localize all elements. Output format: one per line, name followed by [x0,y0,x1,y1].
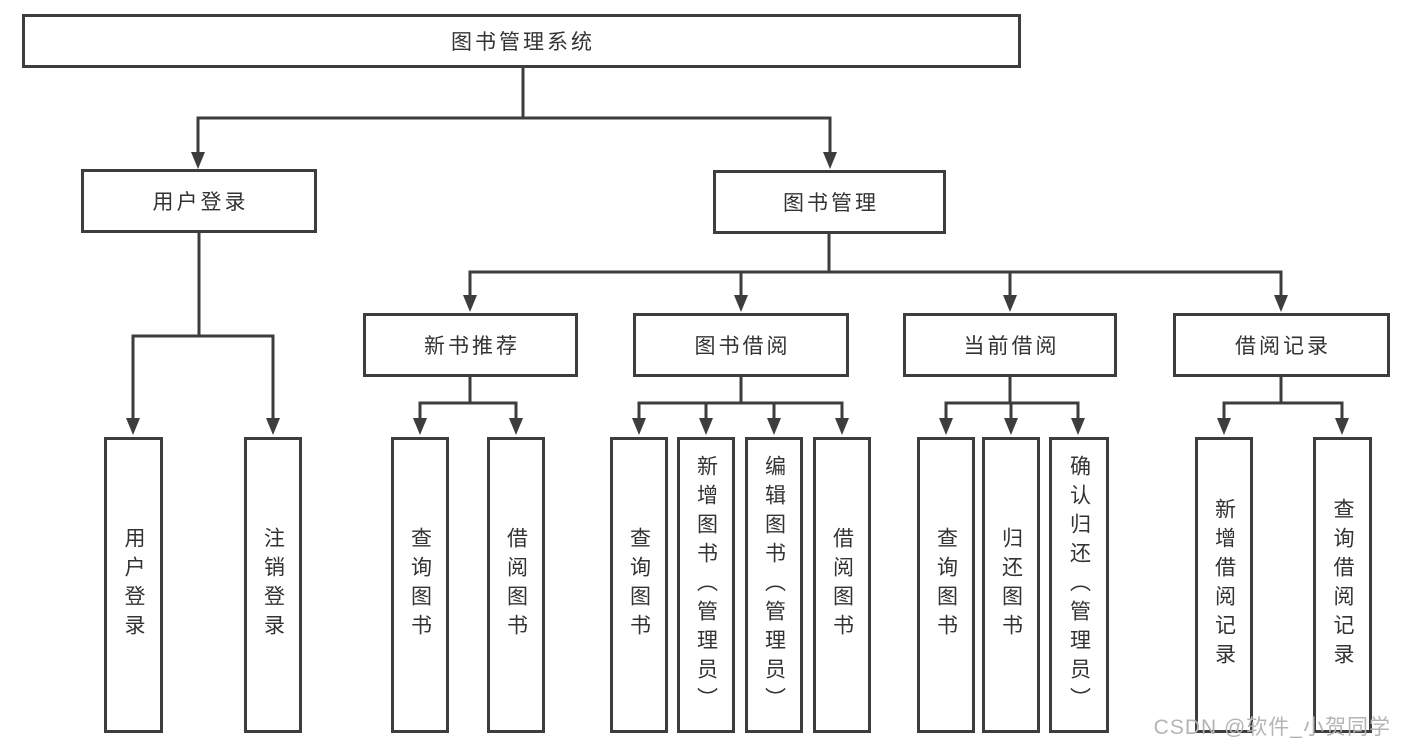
leaf-label: 查询借阅记录 [1331,498,1354,672]
leaf-recommend-borrow-book: 借阅图书 [487,437,545,733]
leaf-confirm-return-admin: 确认归还（管理员） [1049,437,1109,733]
node-borrow-records: 借阅记录 [1173,313,1390,377]
leaf-user-login: 用户登录 [104,437,163,733]
leaf-add-book-admin: 新增图书（管理员） [677,437,735,733]
leaf-logout-login: 注销登录 [244,437,302,733]
node-new-book-recommend: 新书推荐 [363,313,578,377]
leaf-label: 查询图书 [408,527,432,643]
node-library-management-system: 图书管理系统 [22,14,1021,68]
node-user-login: 用户登录 [81,169,317,233]
leaf-label: 查询图书 [934,527,958,643]
leaf-borrow-query-book: 查询图书 [610,437,668,733]
node-current-borrow: 当前借阅 [903,313,1117,377]
leaf-add-borrow-record: 新增借阅记录 [1195,437,1253,733]
leaf-label: 新增借阅记录 [1212,498,1236,672]
leaf-label: 确认归还（管理员） [1067,454,1091,716]
leaf-label: 归还图书 [999,527,1023,643]
leaf-query-borrow-record: 查询借阅记录 [1313,437,1372,733]
leaf-label: 查询图书 [627,527,651,643]
leaf-label: 借阅图书 [830,527,854,643]
leaf-borrow-book: 借阅图书 [813,437,871,733]
node-book-management: 图书管理 [713,170,946,234]
node-book-borrow: 图书借阅 [633,313,849,377]
leaf-label: 用户登录 [122,527,145,643]
leaf-label: 编辑图书（管理员） [762,454,786,716]
leaf-label: 新增图书（管理员） [694,454,718,716]
leaf-current-query-book: 查询图书 [917,437,975,733]
leaf-label: 借阅图书 [504,527,528,643]
leaf-recommend-query-book: 查询图书 [391,437,449,733]
leaf-edit-book-admin: 编辑图书（管理员） [745,437,803,733]
csdn-watermark: CSDN @软件_小贺同学 [1153,716,1391,739]
leaf-return-book: 归还图书 [982,437,1040,733]
leaf-label: 注销登录 [261,527,285,643]
